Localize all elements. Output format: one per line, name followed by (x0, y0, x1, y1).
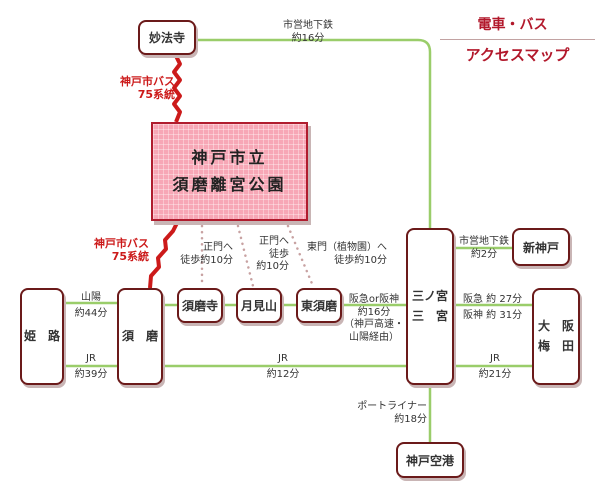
bus-line-park-suma (148, 220, 180, 289)
station-sannomiya: 三ノ宮 三 宮 (406, 228, 454, 385)
park-name: 神戸市立 須磨離宮公園 (172, 148, 287, 194)
label-walk-sumadera: 正門へ 徒歩約10分 (180, 242, 233, 266)
label-sanyo: 山陽 (81, 292, 101, 303)
label-hankyu-hanshin: 阪急or阪神 約16分 （神戸高速・ 山陽経由） (344, 294, 404, 343)
station-suma-label: 須 磨 (121, 328, 158, 343)
label-jr-right: JR (490, 353, 500, 364)
map-title-line2: アクセスマップ (465, 46, 570, 64)
station-osaka-umeda: 大 阪 梅 田 (532, 288, 580, 385)
station-osaka-umeda-label: 大 阪 梅 田 (537, 319, 574, 353)
label-subway-top: 市営地下鉄 約16分 (283, 20, 333, 44)
label-hankyu-time: 阪急 約 27分 (463, 294, 523, 305)
station-sumadera-label: 須磨寺 (181, 299, 218, 313)
station-kobe-airport: 神戸空港 (396, 442, 464, 478)
label-jr-mid-time: 約12分 (266, 369, 300, 380)
station-himeji-label: 姫 路 (23, 328, 60, 343)
station-suma: 須 磨 (117, 288, 163, 385)
station-higashisuma: 東須磨 (296, 288, 342, 323)
label-walk-higashisuma: 東門（植物園）へ 徒歩約10分 (307, 242, 387, 266)
title-divider (440, 39, 595, 40)
station-shinkobe: 新神戸 (512, 228, 570, 266)
label-jr-left: JR (86, 353, 96, 364)
map-title: 電車・バス アクセスマップ (440, 14, 595, 65)
station-tsukimiyama: 月見山 (236, 288, 282, 323)
label-subway-shinkobe: 市営地下鉄 約2分 (459, 236, 509, 260)
station-higashisuma-label: 東須磨 (300, 299, 337, 313)
label-sanyo-time: 約44分 (74, 308, 108, 319)
label-walk-tsukimiyama: 正門へ 徒歩 約10分 (256, 236, 289, 272)
station-sannomiya-label: 三ノ宮 三 宮 (411, 289, 448, 323)
subway-line-myohoji-sannomiya (196, 38, 432, 232)
station-shinkobe-label: 新神戸 (522, 240, 559, 255)
station-kobe-airport-label: 神戸空港 (405, 453, 454, 468)
label-jr-right-time: 約21分 (478, 369, 512, 380)
station-myohoji-label: 妙法寺 (148, 31, 185, 45)
station-myohoji: 妙法寺 (138, 20, 196, 55)
bus-route-label-lower: 神戸市バス 75系統 (94, 237, 149, 264)
map-title-line1: 電車・バス (477, 17, 548, 33)
station-sumadera: 須磨寺 (177, 288, 223, 323)
walk-path-tsukimiyama (236, 224, 255, 288)
bus-line-myohoji-park (172, 55, 182, 123)
label-jr-mid: JR (278, 353, 288, 364)
label-jr-left-time: 約39分 (74, 369, 108, 380)
label-portliner: ポートライナー 約18分 (357, 401, 427, 425)
park-sumarikyu: 神戸市立 須磨離宮公園 (151, 122, 308, 221)
station-himeji: 姫 路 (20, 288, 64, 385)
station-tsukimiyama-label: 月見山 (240, 299, 277, 313)
bus-route-label-upper: 神戸市バス 75系統 (120, 75, 175, 102)
walk-path-higashisuma (286, 224, 315, 288)
label-hanshin-time: 阪神 約 31分 (463, 310, 523, 321)
